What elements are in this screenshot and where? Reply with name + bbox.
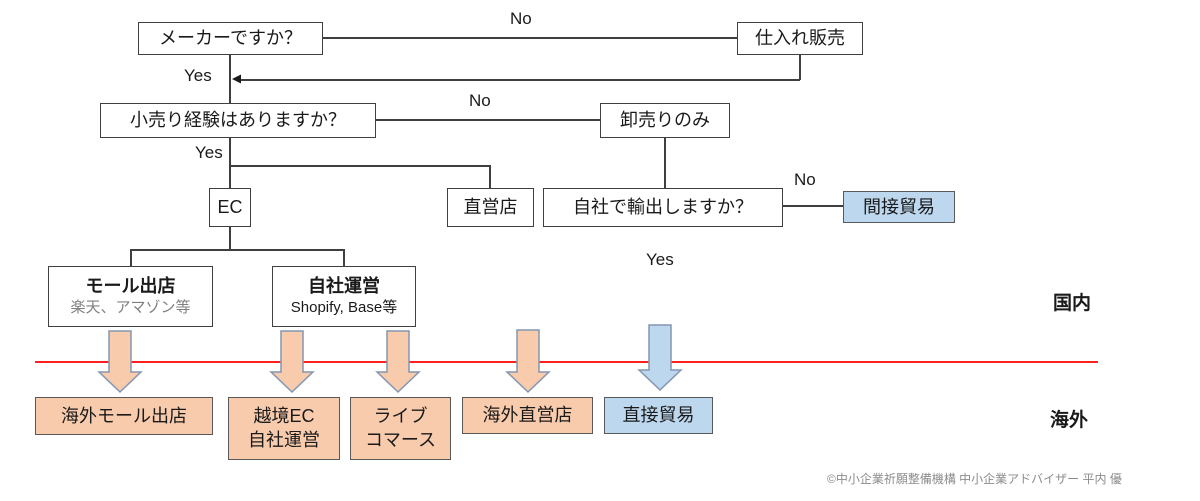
- node-title: 自社運営: [307, 276, 380, 297]
- connector-maker-yes-down: [229, 55, 231, 103]
- node-label: EC: [217, 197, 243, 218]
- merge-arrowhead-icon: [232, 74, 241, 84]
- connector-branch-ec-store: [229, 165, 491, 167]
- node-direct-trade: 直接貿易: [604, 397, 713, 434]
- edge-label-no-retail: No: [469, 91, 491, 110]
- node-mall-listing: モール出店 楽天、アマゾン等: [48, 266, 213, 327]
- connector-ec-down: [229, 226, 231, 250]
- node-label: 自社で輸出しますか？: [573, 197, 753, 218]
- node-label-line2: コマース: [364, 429, 437, 450]
- connector-retail-to-wholesale: [375, 119, 600, 121]
- connector-purchase-down: [799, 55, 801, 80]
- footer-credit: ©中小企業祈願整備機構 中小企業アドバイザー 平内 優: [827, 472, 1122, 486]
- connector-export-no: [783, 205, 843, 207]
- node-label: 海外モール出店: [61, 405, 187, 426]
- node-subtitle: 楽天、アマゾン等: [70, 299, 191, 317]
- node-indirect-trade: 間接貿易: [843, 191, 955, 223]
- connector-direct-store-top: [489, 165, 491, 188]
- node-title: モール出店: [85, 276, 176, 297]
- node-maker-question: メーカーですか？: [138, 22, 323, 55]
- node-cross-border-ec: 越境EC 自社運営: [228, 397, 340, 460]
- node-direct-store: 直営店: [447, 188, 534, 227]
- connector-wholesale-down: [664, 138, 666, 188]
- edge-label-no-maker: No: [510, 9, 532, 28]
- node-label: 仕入れ販売: [755, 28, 845, 49]
- node-wholesale-only: 卸売りのみ: [600, 103, 730, 138]
- connector-ec-top: [229, 165, 231, 188]
- node-label: 海外直営店: [482, 405, 573, 426]
- connector-retail-yes-down: [229, 138, 231, 166]
- connector-merge-back: [241, 79, 800, 81]
- node-label: 直営店: [463, 197, 518, 218]
- node-self-export-question: 自社で輸出しますか？: [543, 188, 783, 227]
- node-label: 直接貿易: [622, 405, 695, 426]
- node-live-commerce: ライブ コマース: [350, 397, 451, 460]
- node-overseas-mall: 海外モール出店: [35, 397, 213, 435]
- edge-label-yes-retail: Yes: [195, 143, 223, 162]
- connector-self-site-top: [343, 249, 345, 266]
- connector-mall-top: [130, 249, 132, 266]
- region-label-overseas: 海外: [1050, 410, 1089, 431]
- node-self-operated: 自社運営 Shopify, Base等: [272, 266, 416, 327]
- node-overseas-direct-store: 海外直営店: [462, 397, 593, 434]
- node-label: メーカーですか？: [159, 28, 302, 49]
- node-retail-experience-question: 小売り経験はありますか？: [100, 103, 376, 138]
- edge-label-yes-export: Yes: [646, 250, 674, 269]
- domestic-overseas-divider-line: [35, 361, 1098, 363]
- down-arrow-direct-trade-icon: [637, 324, 683, 392]
- node-label-line1: ライブ: [373, 406, 428, 427]
- node-label: 小売り経験はありますか？: [130, 110, 346, 131]
- node-ec: EC: [209, 188, 251, 227]
- node-subtitle: Shopify, Base等: [290, 299, 398, 317]
- edge-label-no-export: No: [794, 170, 816, 189]
- node-label: 間接貿易: [863, 196, 935, 217]
- edge-label-yes-maker: Yes: [184, 66, 212, 85]
- node-label-line1: 越境EC: [253, 406, 315, 427]
- node-label-line2: 自社運営: [248, 429, 320, 450]
- connector-maker-to-purchase: [323, 37, 737, 39]
- node-label: 卸売りのみ: [620, 110, 710, 131]
- node-purchase-sales: 仕入れ販売: [737, 22, 863, 55]
- connector-branch-mall-self: [130, 249, 344, 251]
- region-label-domestic: 国内: [1053, 293, 1092, 314]
